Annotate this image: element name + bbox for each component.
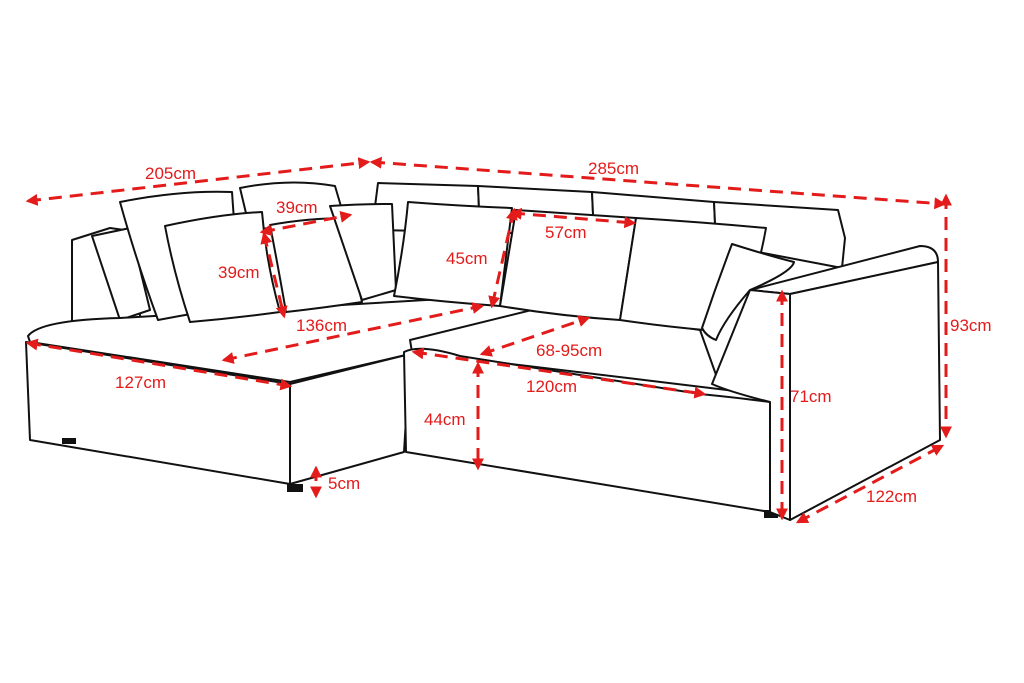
label-136cm: 136cm <box>296 316 347 335</box>
label-120cm: 120cm <box>526 377 577 396</box>
sofa-drawing <box>25 181 941 521</box>
dim-line-122cm <box>795 444 945 524</box>
dim-line-45cm <box>488 207 518 309</box>
pillow-right-angled <box>701 243 795 341</box>
chaise-leg-front <box>287 484 303 492</box>
label-122cm: 122cm <box>866 487 917 506</box>
dim-line-127cm <box>25 338 293 391</box>
label-205cm: 205cm <box>145 164 196 183</box>
label-39cm-height: 39cm <box>218 263 260 282</box>
label-68-95cm: 68-95cm <box>536 341 602 360</box>
dim-line-205cm <box>25 157 371 206</box>
label-5cm: 5cm <box>328 474 360 493</box>
label-44cm: 44cm <box>424 410 466 429</box>
chaise-side <box>289 353 411 485</box>
dim-line-120cm <box>411 347 707 399</box>
dimension-lines <box>25 156 952 524</box>
label-39cm-width: 39cm <box>276 198 318 217</box>
dim-line-39cm-width <box>259 210 353 237</box>
label-127cm: 127cm <box>115 373 166 392</box>
dimension-labels: 205cm 285cm 39cm 39cm 45cm 57cm 136cm 68… <box>115 159 992 506</box>
label-93cm: 93cm <box>950 316 992 335</box>
dim-line-285cm <box>369 156 947 210</box>
dim-line-68-95cm <box>479 315 591 357</box>
label-45cm: 45cm <box>446 249 488 268</box>
main-leg <box>764 510 778 518</box>
chaise-leg-left <box>62 438 76 444</box>
label-57cm: 57cm <box>545 223 587 242</box>
label-285cm: 285cm <box>588 159 639 178</box>
label-71cm: 71cm <box>790 387 832 406</box>
